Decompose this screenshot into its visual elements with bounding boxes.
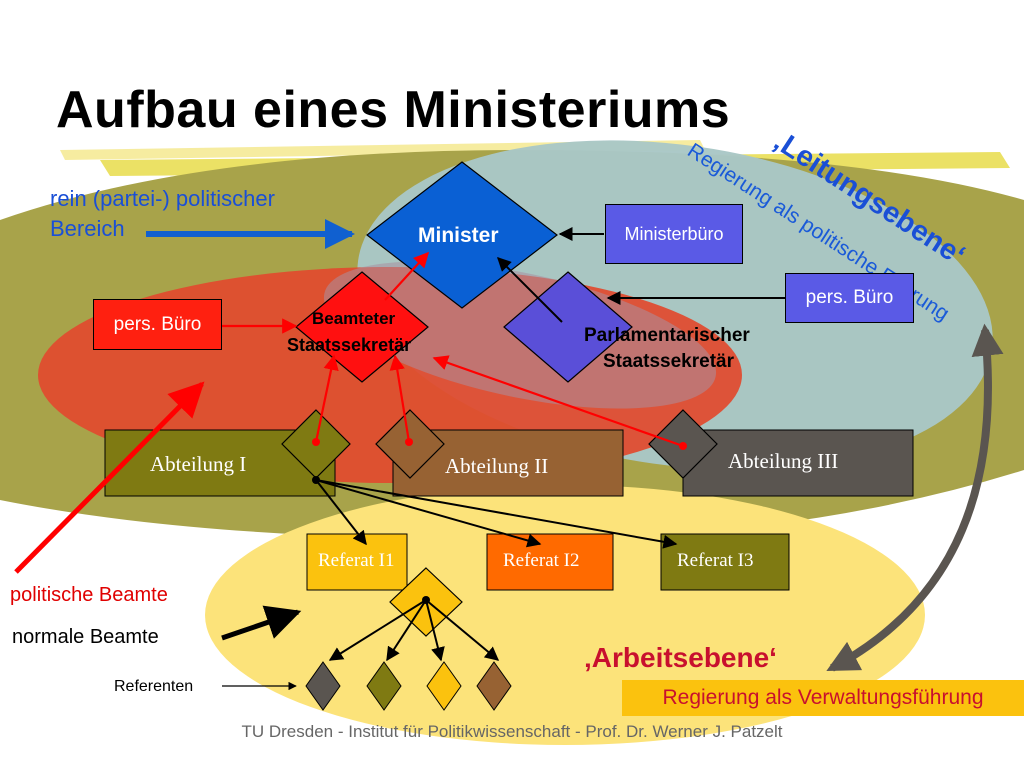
referat2-label: Referat I2 <box>503 550 580 571</box>
level-link-arrow <box>826 323 1004 672</box>
referent-diamond-2 <box>366 661 402 711</box>
abteilung2-label: Abteilung II <box>445 454 549 478</box>
beamteter-label-1[interactable]: Beamteter <box>312 309 396 328</box>
political-area-label-1: rein (partei-) politischer <box>50 186 275 211</box>
arbeit-heading: ‚Arbeitsebene‘ <box>584 642 777 673</box>
red-arrows <box>222 251 684 448</box>
arbeit-subheading: Regierung als Verwaltungsführung <box>662 686 984 709</box>
abteilung1-dot <box>312 476 320 484</box>
normal-officials-label: normale Beamte <box>12 626 159 648</box>
political-area-label-2: Bereich <box>50 216 125 241</box>
referat1-label: Referat I1 <box>318 550 395 571</box>
red-dots <box>312 438 687 450</box>
black-arrows <box>222 227 785 691</box>
pers-buero-left-box[interactable]: pers. Büro <box>93 299 222 350</box>
minister-label[interactable]: Minister <box>418 224 499 247</box>
parl-label-1[interactable]: Parlamentarischer <box>584 325 750 346</box>
referat3-label: Referat I3 <box>677 550 754 571</box>
abteilung1-label: Abteilung I <box>150 452 247 476</box>
referent-diamond-1 <box>305 661 341 711</box>
referat1-dot <box>422 596 430 604</box>
parl-label-2[interactable]: Staatssekretär <box>603 351 734 372</box>
referent-diamond-4 <box>476 661 512 711</box>
political-officials-arrow <box>14 381 205 574</box>
ministerbuero-label: Ministerbüro <box>624 223 724 244</box>
pers-buero-right-label: pers. Büro <box>805 287 894 308</box>
referat2-box[interactable] <box>486 533 614 591</box>
referat3-box[interactable] <box>660 533 790 591</box>
beamteter-label-2[interactable]: Staatssekretär <box>287 335 412 355</box>
footer-text: TU Dresden - Institut für Politikwissens… <box>241 722 783 741</box>
pers-buero-left-label: pers. Büro <box>113 313 202 335</box>
normal-officials-arrow <box>221 605 302 641</box>
page-title: Aufbau eines Ministeriums <box>56 81 731 139</box>
ministerbuero-box[interactable]: Ministerbüro <box>605 204 743 264</box>
abteilung3-label: Abteilung III <box>728 449 839 473</box>
referent-diamond-3 <box>426 661 462 711</box>
political-officials-label: politische Beamte <box>10 584 168 606</box>
arbeit-subheading-box: Regierung als Verwaltungsführung <box>622 680 1024 716</box>
pers-buero-right-box[interactable]: pers. Büro <box>785 273 914 323</box>
referenten-label: Referenten <box>114 678 194 695</box>
parl-secretary-diamond <box>503 271 633 383</box>
